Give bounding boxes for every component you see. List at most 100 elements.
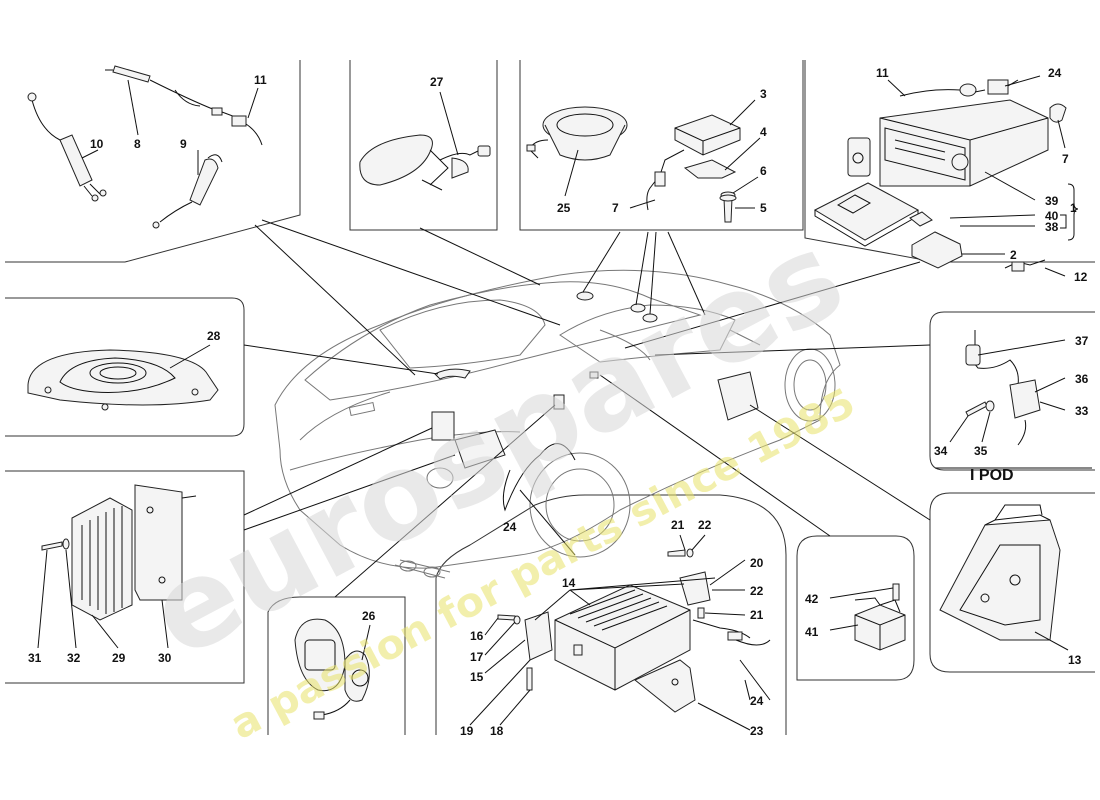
cable-12	[1011, 261, 1025, 272]
callout-24-car: 24	[503, 520, 517, 534]
cable-in-car	[502, 443, 576, 512]
callout-29: 29	[112, 651, 126, 665]
callout-3: 3	[760, 87, 767, 101]
connector-24	[987, 79, 1009, 95]
callout-4: 4	[760, 125, 767, 139]
callout-10: 10	[90, 137, 104, 151]
subwoofer-in-car	[434, 368, 471, 380]
callout-36: 36	[1075, 372, 1089, 386]
screw-16	[497, 614, 516, 621]
radio-leaders	[887, 75, 1079, 277]
antenna-lead-10	[59, 134, 93, 187]
callout-27: 27	[430, 75, 444, 89]
callout-33: 33	[1075, 404, 1089, 418]
panel-frame-antenna	[5, 60, 301, 263]
callout-1: 1	[1070, 201, 1077, 215]
amp-mount-leaders	[469, 534, 751, 731]
antenna-cable-parts	[27, 65, 263, 229]
callout-16: 16	[470, 629, 484, 643]
callout-35: 35	[974, 444, 988, 458]
callout-2: 2	[1010, 248, 1017, 262]
callout-21-top: 21	[671, 518, 685, 532]
amplifier-leaders	[37, 495, 197, 649]
bracket-15	[524, 611, 553, 661]
callout-14: 14	[562, 576, 576, 590]
callout-18: 18	[490, 724, 504, 738]
callout-20: 20	[750, 556, 764, 570]
callout-17: 17	[470, 650, 484, 664]
amplifier-in-car	[431, 411, 455, 441]
bolt-5	[723, 197, 733, 223]
amplifier-29	[71, 497, 133, 621]
connector-in-car	[589, 371, 599, 379]
screw-31	[41, 541, 63, 551]
callout-40: 40	[1045, 209, 1059, 223]
in-car-parts	[431, 291, 759, 512]
pouch-2	[911, 231, 963, 269]
tweeter-in-car	[553, 394, 565, 410]
ipod-leaders	[935, 339, 1092, 469]
callout-34: 34	[934, 444, 948, 458]
head-unit-39	[879, 99, 1049, 187]
callout-15: 15	[470, 670, 484, 684]
amplifier-parts	[41, 484, 183, 621]
panel-frame-speaker-gps	[519, 60, 804, 231]
bracket-23	[634, 659, 696, 713]
callout-8: 8	[134, 137, 141, 151]
callout-22-top: 22	[698, 518, 712, 532]
module-36	[1009, 379, 1041, 419]
gps-antenna-3	[674, 114, 741, 156]
callout-19: 19	[460, 724, 474, 738]
speaker-gps-leaders	[564, 99, 761, 209]
callout-32: 32	[67, 651, 81, 665]
connector-7	[1049, 103, 1067, 123]
mirror-parts	[359, 91, 491, 191]
screw-18	[526, 667, 533, 691]
callout-42: 42	[805, 592, 819, 606]
card-38	[909, 211, 933, 227]
antenna-leaders	[81, 79, 259, 175]
screw-21	[667, 549, 686, 557]
callout-37: 37	[1075, 334, 1089, 348]
callout-39: 39	[1045, 194, 1059, 208]
subwoofer-parts	[27, 344, 219, 411]
screw-42	[892, 583, 900, 601]
ipod-dock-39	[847, 137, 871, 177]
callout-7-gps: 7	[612, 201, 619, 215]
bracket-30	[134, 484, 183, 601]
amp-unit-in-car	[454, 429, 506, 469]
screw-21b	[697, 607, 705, 619]
washer-32	[62, 538, 70, 550]
callout-26: 26	[362, 609, 376, 623]
ipod-bracket-in-car	[717, 371, 759, 421]
speaker-in-car-2	[630, 303, 646, 313]
speaker-gps-parts	[526, 106, 741, 223]
callout-5: 5	[760, 201, 767, 215]
callout-7-radio: 7	[1062, 152, 1069, 166]
washer-22	[686, 548, 694, 558]
antenna-amplifier-8	[112, 65, 151, 83]
tweeter-26	[344, 650, 370, 702]
subwoofer-28	[27, 349, 219, 406]
washer-35	[985, 400, 995, 412]
callout-24-mount: 24	[750, 694, 764, 708]
callout-25: 25	[557, 201, 571, 215]
ipod-parts	[965, 330, 1041, 446]
callout-31: 31	[28, 651, 42, 665]
callout-41: 41	[805, 625, 819, 639]
callout-labels: 1 2 3 4 5 6 7 7 8 9 10 11 11 12 13 14 15…	[28, 66, 1089, 738]
callout-6: 6	[760, 164, 767, 178]
callout-12: 12	[1074, 270, 1088, 284]
gps-bracket-4	[683, 159, 737, 179]
callout-38: 38	[1045, 220, 1059, 234]
callout-30: 30	[158, 651, 172, 665]
tweeter-parts	[294, 618, 371, 720]
radio-parts	[813, 79, 1067, 272]
washer-17	[513, 615, 521, 625]
callout-11-antenna: 11	[254, 73, 267, 87]
speaker-in-car-1	[576, 291, 594, 301]
callout-13: 13	[1068, 653, 1082, 667]
callout-28: 28	[207, 329, 221, 343]
callout-24-radio: 24	[1048, 66, 1062, 80]
